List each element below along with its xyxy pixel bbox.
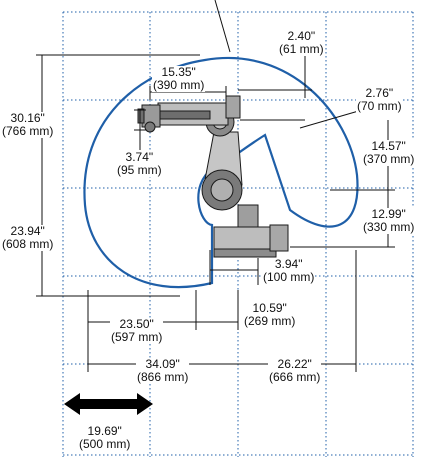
dim-label-10-59: 10.59"(269 mm) [243, 301, 297, 328]
dim-label-14-57: 14.57"(370 mm) [362, 139, 416, 166]
dim-label-3-94: 3.94"(100 mm) [262, 257, 316, 284]
dim-label-30-16: 30.16"(766 mm) [1, 111, 55, 138]
dim-label-23-94: 23.94"(608 mm) [1, 224, 55, 251]
dim-label-23-50: 23.50"(597 mm) [110, 317, 164, 344]
dim-label-12-99: 12.99"(330 mm) [362, 207, 416, 234]
double-headed-arrow-icon [64, 393, 153, 415]
dim-label-2-76: 2.76"(70 mm) [356, 86, 403, 113]
dim-label-34-09: 34.09"(866 mm) [136, 357, 190, 384]
dim-label-2-40: 2.40"(61 mm) [278, 29, 325, 56]
dim-label-15-35: 15.35"(390 mm) [152, 65, 206, 92]
robot-base [213, 226, 271, 250]
dim-label-26-22: 26.22"(666 mm) [268, 357, 322, 384]
robot-arm-drawing [137, 95, 289, 258]
dim-label-3-74: 3.74"(95 mm) [116, 150, 163, 177]
dim-label-19-69: 19.69"(500 mm) [78, 424, 132, 451]
